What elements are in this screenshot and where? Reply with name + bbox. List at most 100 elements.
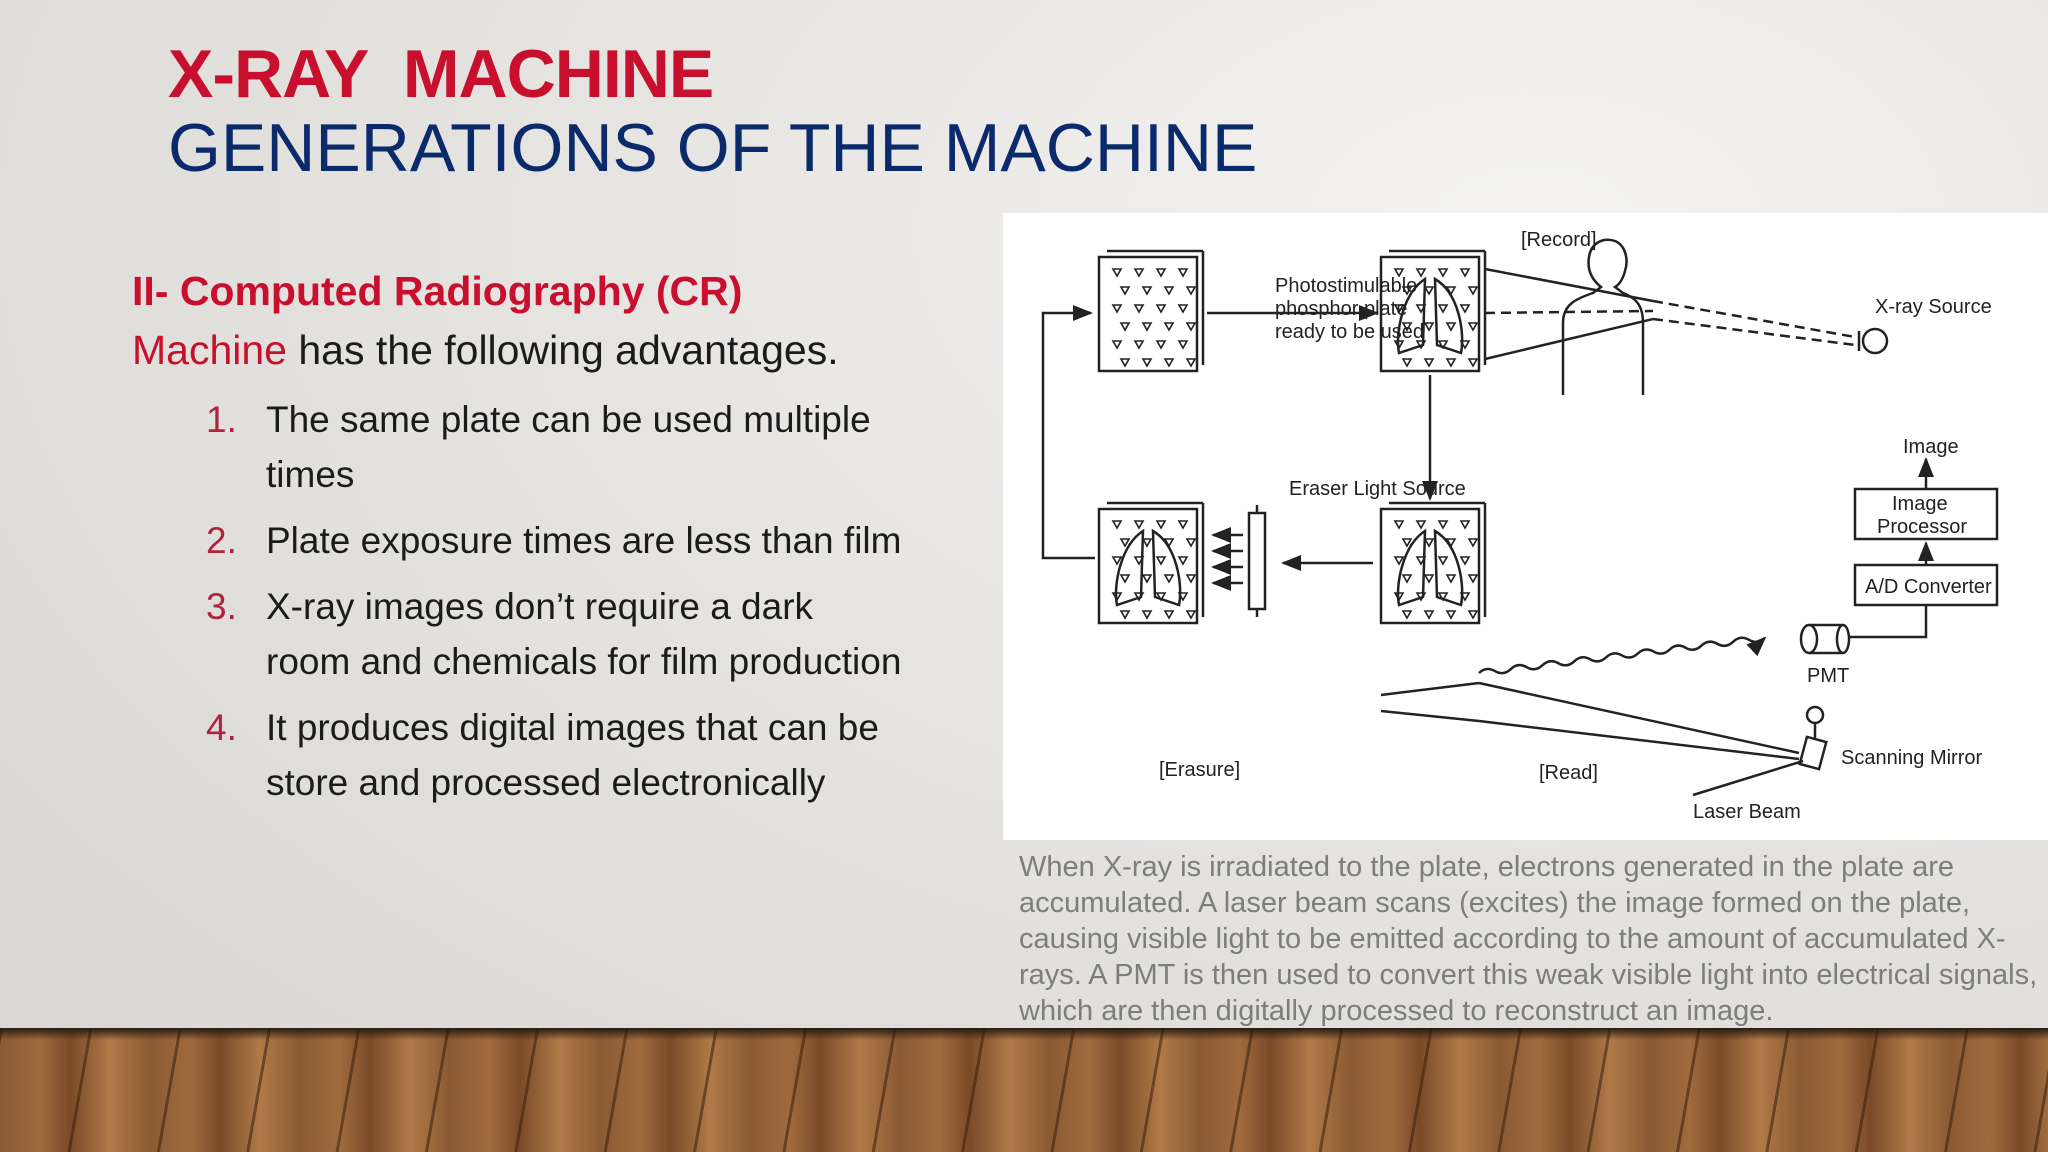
phosphor-mark bbox=[1401, 538, 1413, 548]
phosphor-mark bbox=[1119, 538, 1131, 548]
phosphor-mark bbox=[1177, 340, 1189, 350]
phosphor-mark bbox=[1423, 538, 1435, 548]
phosphor-mark bbox=[1177, 520, 1189, 530]
phosphor-mark bbox=[1133, 592, 1145, 602]
phosphor-mark bbox=[1415, 304, 1427, 314]
list-text: It produces digital images that can be s… bbox=[266, 707, 879, 803]
plate-erasure bbox=[1097, 501, 1205, 625]
phosphor-mark bbox=[1185, 286, 1197, 296]
phosphor-mark bbox=[1185, 574, 1197, 584]
phosphor-mark bbox=[1141, 322, 1153, 332]
label-scanning-mirror: Scanning Mirror bbox=[1841, 747, 1983, 769]
phosphor-mark bbox=[1415, 556, 1427, 566]
phosphor-mark bbox=[1185, 538, 1197, 548]
phosphor-mark bbox=[1155, 592, 1167, 602]
phosphor-mark bbox=[1133, 520, 1145, 530]
eraser-lamp bbox=[1211, 505, 1267, 617]
phosphor-mark bbox=[1437, 340, 1449, 350]
phosphor-mark bbox=[1133, 268, 1145, 278]
phosphor-mark bbox=[1423, 358, 1435, 368]
phosphor-mark bbox=[1437, 556, 1449, 566]
xray-source-icon bbox=[1861, 327, 1889, 355]
phosphor-mark bbox=[1459, 304, 1471, 314]
figure-caption: When X-ray is irradiated to the plate, e… bbox=[1019, 851, 2038, 1027]
label-plate-2: phosphor plate bbox=[1275, 298, 1407, 320]
phosphor-mark bbox=[1437, 268, 1449, 278]
phosphor-mark bbox=[1119, 358, 1131, 368]
label-plate-3: ready to be used bbox=[1275, 321, 1424, 343]
phosphor-mark bbox=[1133, 556, 1145, 566]
phosphor-mark bbox=[1163, 538, 1175, 548]
phosphor-mark bbox=[1401, 610, 1413, 620]
phosphor-mark bbox=[1119, 286, 1131, 296]
list-number: 1. bbox=[206, 399, 237, 440]
label-image-processor-1: Image bbox=[1892, 493, 1948, 515]
advantages-list: 1.The same plate can be used multiple ti… bbox=[132, 392, 912, 810]
phosphor-mark bbox=[1163, 610, 1175, 620]
phosphor-mark bbox=[1393, 304, 1405, 314]
phosphor-mark bbox=[1467, 358, 1479, 368]
phosphor-mark bbox=[1437, 304, 1449, 314]
phosphor-mark bbox=[1401, 358, 1413, 368]
phosphor-mark bbox=[1111, 304, 1123, 314]
list-number: 2. bbox=[206, 520, 237, 561]
phosphor-mark bbox=[1445, 574, 1457, 584]
phosphor-mark bbox=[1141, 574, 1153, 584]
phosphor-mark bbox=[1437, 520, 1449, 530]
phosphor-mark bbox=[1185, 610, 1197, 620]
wooden-floor bbox=[0, 1028, 2048, 1152]
phosphor-mark bbox=[1459, 520, 1471, 530]
phosphor-mark bbox=[1415, 520, 1427, 530]
list-text: Plate exposure times are less than film bbox=[266, 520, 902, 561]
phosphor-mark bbox=[1111, 340, 1123, 350]
phosphor-mark bbox=[1155, 556, 1167, 566]
phosphor-mark bbox=[1119, 610, 1131, 620]
phosphor-mark bbox=[1141, 538, 1153, 548]
phosphor-mark bbox=[1141, 358, 1153, 368]
phosphor-mark bbox=[1111, 268, 1123, 278]
list-item: 4. It produces digital images that can be… bbox=[132, 700, 902, 810]
label-read: [Read] bbox=[1539, 762, 1598, 784]
phosphor-mark bbox=[1141, 610, 1153, 620]
phosphor-mark bbox=[1155, 340, 1167, 350]
phosphor-mark bbox=[1467, 286, 1479, 296]
phosphor-mark bbox=[1459, 592, 1471, 602]
phosphor-mark bbox=[1163, 286, 1175, 296]
label-ad-converter: A/D Converter bbox=[1865, 576, 1992, 598]
phosphor-mark bbox=[1155, 304, 1167, 314]
list-number: 4. bbox=[206, 707, 237, 748]
plate-read bbox=[1379, 501, 1487, 625]
label-eraser: Eraser Light Source bbox=[1289, 478, 1466, 500]
phosphor-mark bbox=[1393, 520, 1405, 530]
phosphor-mark bbox=[1401, 322, 1413, 332]
phosphor-mark bbox=[1415, 592, 1427, 602]
phosphor-mark bbox=[1133, 340, 1145, 350]
phosphor-mark bbox=[1163, 358, 1175, 368]
phosphor-mark bbox=[1467, 610, 1479, 620]
phosphor-mark bbox=[1393, 268, 1405, 278]
phosphor-mark bbox=[1415, 268, 1427, 278]
list-number: 3. bbox=[206, 586, 237, 627]
intro-red-word: Machine bbox=[132, 327, 287, 373]
phosphor-mark bbox=[1393, 340, 1405, 350]
phosphor-mark bbox=[1467, 538, 1479, 548]
phosphor-mark bbox=[1445, 610, 1457, 620]
phosphor-mark bbox=[1163, 322, 1175, 332]
phosphor-mark bbox=[1467, 322, 1479, 332]
label-xray-source: X-ray Source bbox=[1875, 296, 1992, 318]
label-pmt: PMT bbox=[1807, 665, 1849, 687]
advantages-section: II- Computed Radiography (CR) Machine ha… bbox=[132, 268, 912, 821]
phosphor-mark bbox=[1401, 286, 1413, 296]
phosphor-mark bbox=[1423, 610, 1435, 620]
phosphor-mark bbox=[1393, 592, 1405, 602]
list-item: 3.X-ray images don’t require a dark room… bbox=[132, 579, 902, 689]
phosphor-mark bbox=[1111, 556, 1123, 566]
phosphor-mark bbox=[1185, 358, 1197, 368]
title-main: X-RAY MACHINE bbox=[168, 36, 714, 112]
phosphor-mark bbox=[1177, 592, 1189, 602]
label-image-processor-2: Processor bbox=[1877, 516, 1967, 538]
phosphor-mark bbox=[1163, 574, 1175, 584]
title-subtitle: GENERATIONS OF THE MACHINE bbox=[168, 110, 1258, 186]
phosphor-mark bbox=[1423, 574, 1435, 584]
phosphor-mark bbox=[1177, 268, 1189, 278]
